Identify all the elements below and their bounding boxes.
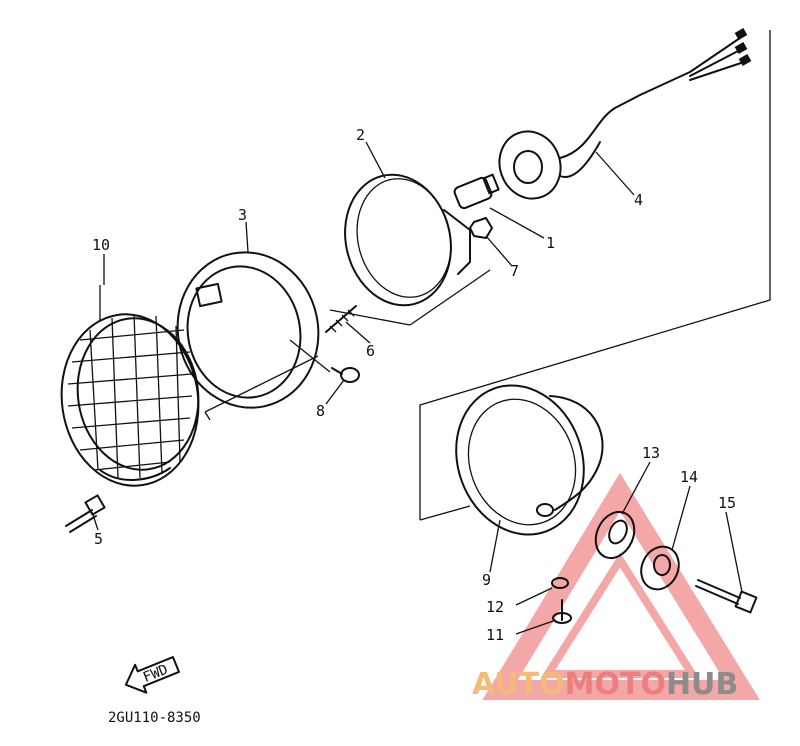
callout-3: 3	[238, 206, 247, 224]
watermark-text-moto: MOTO	[565, 667, 666, 702]
bolt-part-11	[552, 599, 572, 624]
watermark-text-hub: HUB	[666, 667, 738, 702]
headlight-lens-part-2	[344, 173, 471, 307]
forward-arrow-label: FWD	[141, 662, 170, 686]
bulb-part-1	[453, 173, 500, 210]
watermark-triangle	[482, 472, 760, 700]
headlight-rim-part-3	[176, 251, 320, 409]
callout-5: 5	[94, 530, 103, 548]
washer-part-12	[551, 577, 569, 589]
headlight-housing-part-9	[455, 384, 604, 536]
callout-10: 10	[92, 236, 110, 254]
callout-13: 13	[642, 444, 660, 462]
callout-numbers: 1 2 3 4 5 6 7 8 9 10 11 12 13 14 15	[92, 126, 736, 644]
watermark-text-auto: AUTO	[472, 667, 565, 702]
callout-11: 11	[486, 626, 504, 644]
callout-4: 4	[634, 191, 643, 209]
callout-14: 14	[680, 468, 698, 486]
callout-9: 9	[482, 571, 491, 589]
adjust-spring-part-6	[325, 305, 357, 333]
assembly-bracket	[99, 30, 771, 521]
watermark-logo: AUTOMOTOHUB	[472, 667, 738, 702]
bolt-part-5	[65, 494, 106, 533]
callout-15: 15	[718, 494, 736, 512]
forward-arrow-icon: FWD	[124, 656, 180, 694]
callout-12: 12	[486, 598, 504, 616]
grille-guard-part-10	[60, 313, 200, 487]
callout-2: 2	[356, 126, 365, 144]
callout-6: 6	[366, 342, 375, 360]
socket-harness-part-4	[498, 28, 752, 200]
callout-leaders	[91, 141, 743, 635]
screw-part-8	[331, 367, 360, 383]
bolt-part-15	[695, 579, 758, 614]
nut-part-7	[469, 217, 493, 239]
diagram-part-code: 2GU110-8350	[108, 710, 201, 726]
callout-1: 1	[546, 234, 555, 252]
grommet-part-13	[594, 510, 636, 560]
collar-part-14	[640, 545, 680, 591]
callout-7: 7	[510, 262, 519, 280]
callout-8: 8	[316, 402, 325, 420]
